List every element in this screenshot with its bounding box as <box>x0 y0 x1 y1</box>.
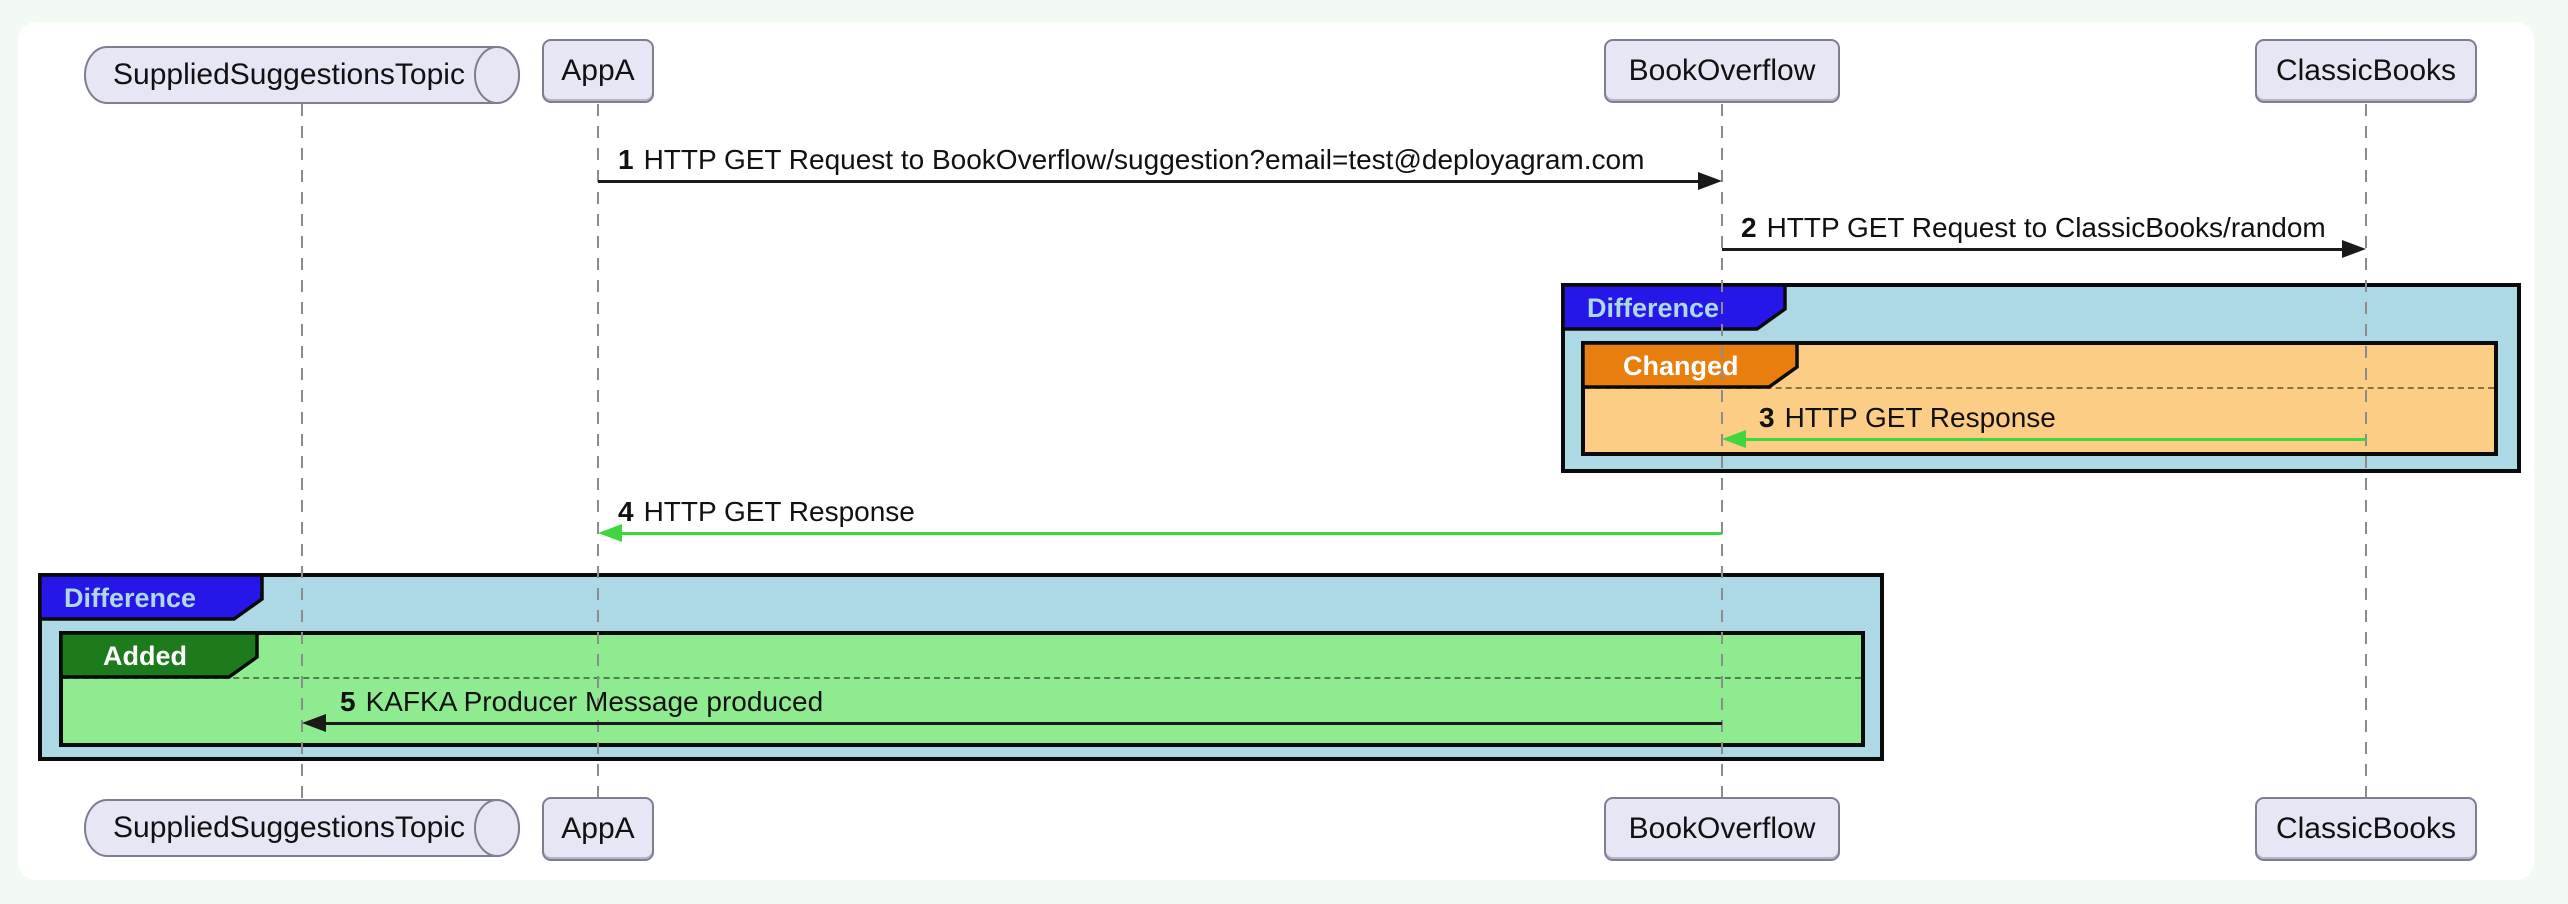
queue-cylinder-shape <box>84 799 520 857</box>
participant-label: SuppliedSuggestionsTopic <box>113 811 465 844</box>
label-pentagon-shape <box>38 573 264 621</box>
label-pentagon-shape <box>1561 283 1787 331</box>
message-1-arrow-line <box>598 180 1700 183</box>
participant-label: BookOverflow <box>1628 54 1816 87</box>
message-1-number: 1 <box>618 144 634 175</box>
added-frame-divider <box>63 677 1861 679</box>
participant-label: ClassicBooks <box>2275 812 2457 845</box>
lifeline-bookoverflow <box>1721 104 1723 800</box>
participant-bottom-appa: AppA <box>542 797 654 861</box>
frame-label-text: Difference <box>1587 293 1719 323</box>
frame-label-text: Added <box>103 641 187 671</box>
message-4-arrow-line <box>622 532 1722 535</box>
message-1-arrowhead <box>1698 172 1722 190</box>
message-2-number: 2 <box>1741 212 1757 243</box>
participant-top-appa: AppA <box>542 39 654 103</box>
message-4-arrowhead <box>598 524 622 542</box>
participant-label: AppA <box>561 812 635 845</box>
label-pentagon-shape <box>59 631 259 679</box>
message-4-number: 4 <box>618 496 634 527</box>
message-5-arrowhead <box>302 714 326 732</box>
message-5-arrow-line <box>326 722 1722 725</box>
participant-label: AppA <box>561 54 635 87</box>
participant-top-classicbooks: ClassicBooks <box>2255 39 2477 103</box>
difference-frame-1: Difference Changed <box>1561 283 2521 473</box>
participant-bottom-suppliedsuggestionstopic: SuppliedSuggestionsTopic <box>83 798 523 858</box>
difference-frame-1-label: Difference <box>1561 283 1787 331</box>
difference-frame-2-label: Difference <box>38 573 264 621</box>
added-frame-label: Added <box>59 631 259 679</box>
message-5-number: 5 <box>340 686 356 717</box>
message-3-arrow-line <box>1746 438 2366 441</box>
participant-bottom-classicbooks: ClassicBooks <box>2255 797 2477 861</box>
participant-top-bookoverflow: BookOverflow <box>1604 39 1840 103</box>
label-pentagon-shape <box>1581 341 1799 389</box>
message-3-arrowhead <box>1722 430 1746 448</box>
difference-frame-2: Difference Added <box>38 573 1884 761</box>
participant-label: SuppliedSuggestionsTopic <box>113 58 465 91</box>
changed-frame-divider <box>1585 387 2494 389</box>
message-3-number: 3 <box>1759 402 1775 433</box>
changed-frame-label: Changed <box>1581 341 1799 389</box>
frame-label-text: Difference <box>64 583 196 613</box>
frame-label-text: Changed <box>1623 351 1739 381</box>
participant-top-suppliedsuggestionstopic: SuppliedSuggestionsTopic <box>83 45 523 105</box>
message-2-arrow-line <box>1722 248 2342 251</box>
lifeline-classicbooks <box>2365 104 2367 800</box>
added-frame: Added <box>59 631 1865 747</box>
participant-label: ClassicBooks <box>2275 54 2457 87</box>
lifeline-appa <box>597 104 599 800</box>
queue-cylinder-shape <box>84 46 520 104</box>
lifeline-suppliedsuggestionstopic <box>301 104 303 800</box>
message-2-arrowhead <box>2342 240 2366 258</box>
participant-label: BookOverflow <box>1628 812 1816 845</box>
participant-bottom-bookoverflow: BookOverflow <box>1604 797 1840 861</box>
